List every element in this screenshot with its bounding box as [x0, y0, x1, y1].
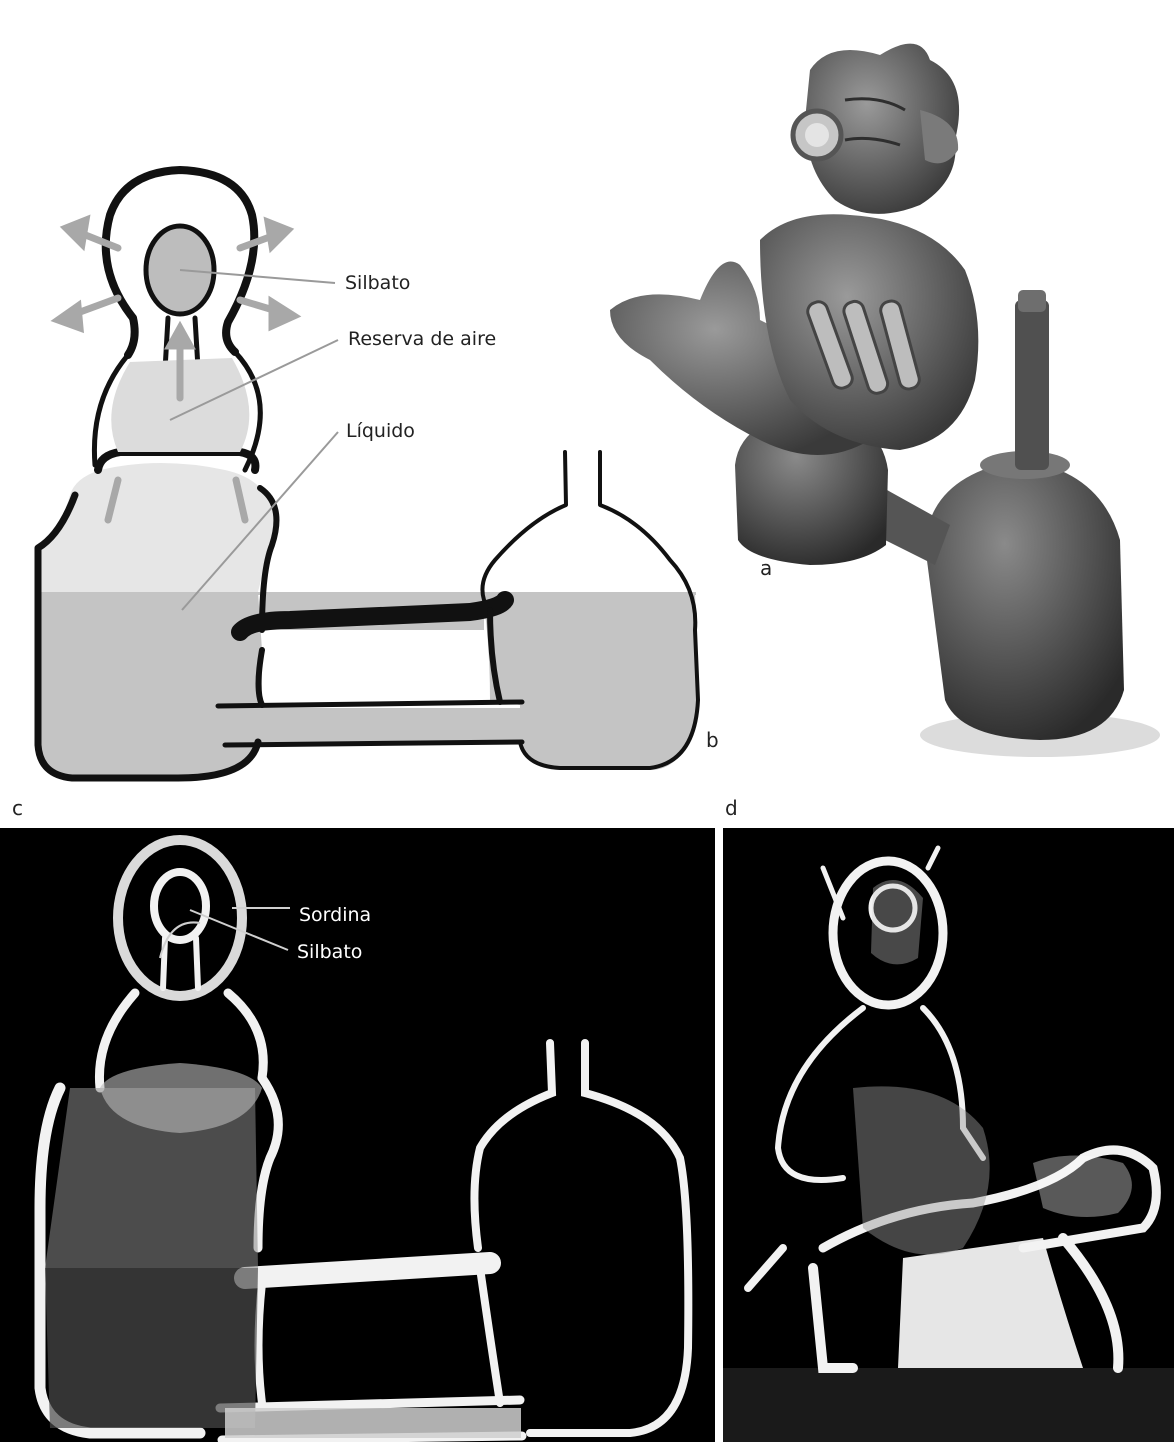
panel-letter-c: c — [12, 798, 23, 818]
panel-divider — [715, 828, 723, 1442]
ceramic-whistle-vessel-photo — [0, 0, 1174, 800]
xray-whistle — [154, 872, 206, 940]
label-sordina: Sordina — [299, 906, 371, 925]
label-silbato-xray: Silbato — [297, 943, 362, 962]
xray-sordina-chamber — [118, 840, 242, 996]
xray-image-d — [723, 828, 1174, 1442]
panel-letter-a: a — [760, 558, 772, 578]
xray-panel-d — [723, 828, 1174, 1442]
panel-letter-d: d — [725, 798, 738, 818]
xray-panel-c: Sordina Silbato — [0, 828, 715, 1442]
